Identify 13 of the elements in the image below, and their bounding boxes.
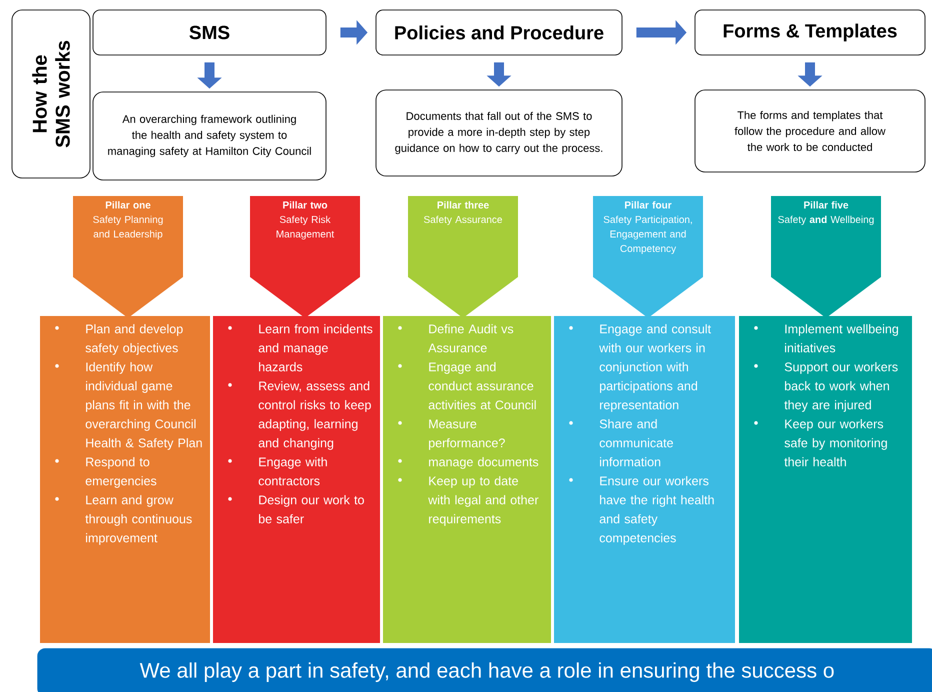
description-box: The forms and templates that follow the procedure and allow the work to be conducted [694,90,926,172]
description-box: Documents that fall out of the SMS to provide a more in-depth step by step guidance on how to carry out the process. [376,90,622,176]
pillar-header: Pillar two Safety Risk Management [250,196,360,318]
side-heading-box: How the SMS works [12,10,90,178]
banner: We all play a part in safety, and each have a role in ensuring the success o [37,648,932,692]
description-box: An overarching framework outlining the health and safety system to managing safety at Hamilton City Council [92,92,326,180]
pillar-header: Pillar three Safety Assurance [408,196,518,318]
pillar-header: Pillar four Safety Participation, Engagement and Competency [593,196,703,318]
heading-box: Forms & Templates [694,10,926,56]
heading-box: SMS [92,10,326,56]
pillar-header: Pillar one Safety Planning and Leadership [73,196,183,318]
heading-box: Policies and Procedure [376,10,622,56]
pillar-header: Pillar five Safety and Wellbeing [771,196,881,318]
